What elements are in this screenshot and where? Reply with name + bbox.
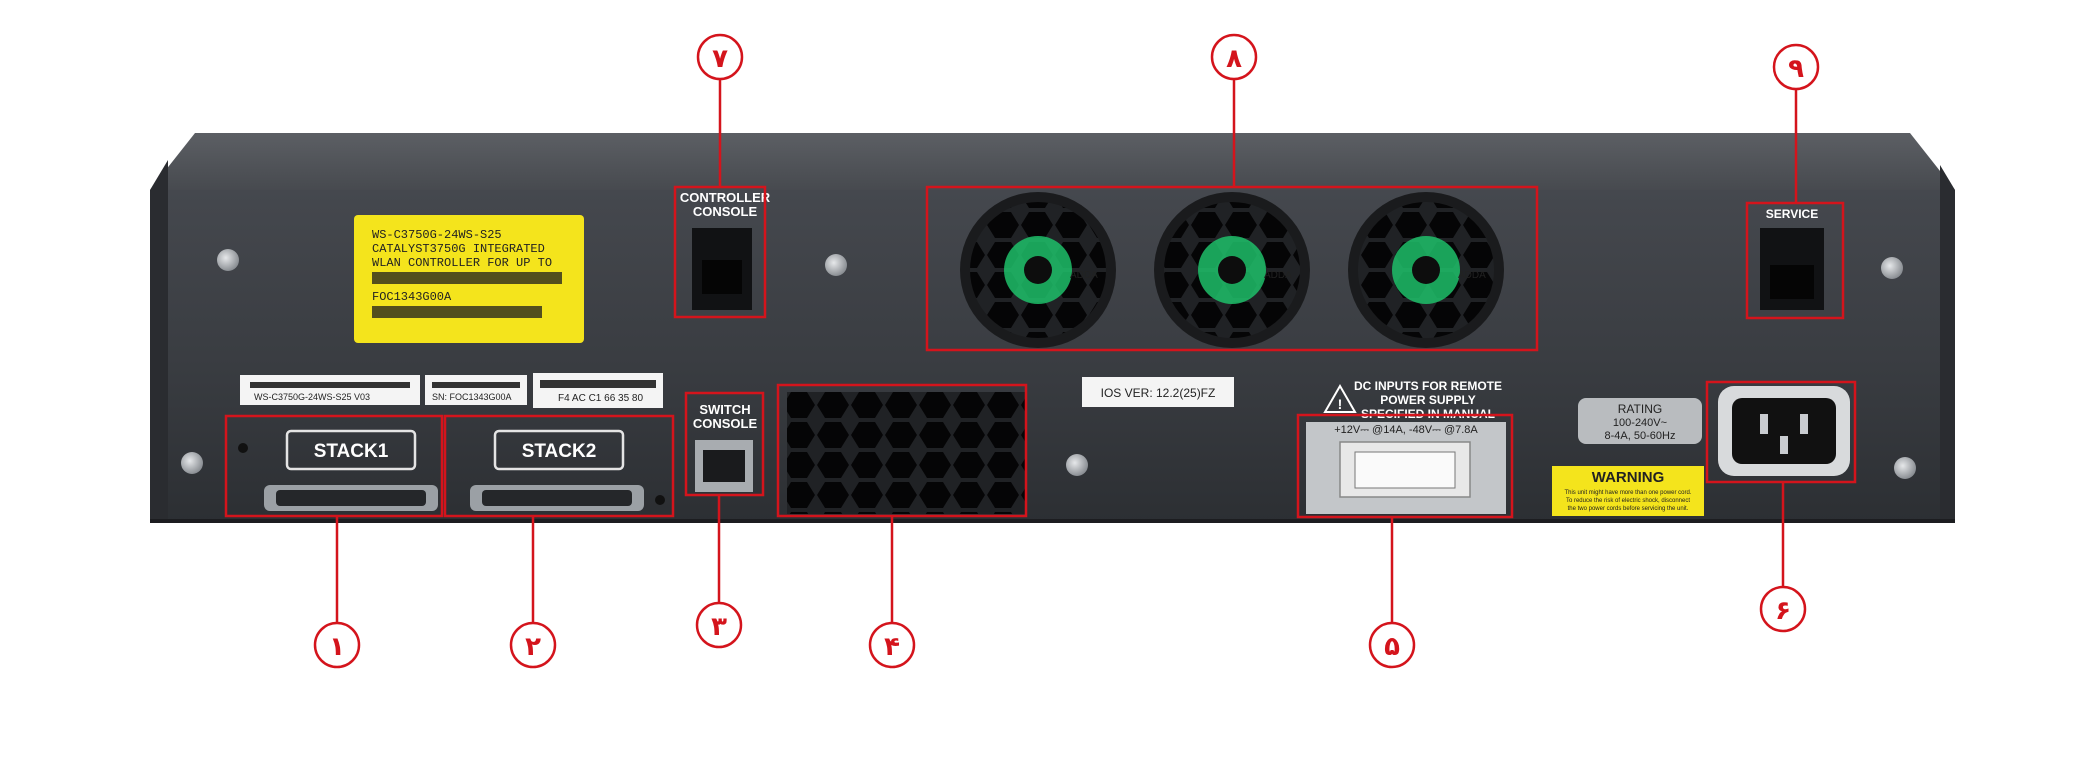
svg-text:۵: ۵ (1384, 632, 1400, 662)
ac-power-inlet (1718, 386, 1850, 476)
stack2-port: STACK2 (470, 429, 665, 511)
svg-text:ADDA: ADDA (1070, 270, 1098, 281)
svg-text:SN: FOC1343G00A: SN: FOC1343G00A (432, 392, 512, 402)
svg-text:CONSOLE: CONSOLE (693, 204, 758, 219)
svg-text:FOC1343G00A: FOC1343G00A (372, 290, 452, 304)
controller-console-port: CONTROLLER CONSOLE (680, 190, 771, 310)
callout-7: ٧ (696, 33, 744, 81)
svg-text:To reduce the risk of electric: To reduce the risk of electric shock, di… (1566, 498, 1690, 504)
leader-lines (335, 80, 1798, 622)
svg-text:WS-C3750G-24WS-S25: WS-C3750G-24WS-S25 (372, 228, 502, 242)
svg-text:DC INPUTS FOR REMOTE: DC INPUTS FOR REMOTE (1354, 379, 1502, 393)
svg-text:CATALYST3750G INTEGRATED: CATALYST3750G INTEGRATED (372, 242, 545, 256)
callout-3: ٣ (695, 601, 743, 649)
svg-text:WARNING: WARNING (1592, 469, 1665, 486)
callout-2: ٢ (509, 621, 557, 669)
service-port: SERVICE (1760, 207, 1824, 310)
svg-text:STACK2: STACK2 (522, 441, 597, 462)
fan-2: ADDA (1154, 192, 1310, 348)
svg-text:F4 AC C1 66 35 80: F4 AC C1 66 35 80 (558, 393, 643, 404)
svg-text:ADDA: ADDA (1458, 270, 1486, 281)
rating-label: RATING 100-240V~ 8-4A, 50-60Hz (1578, 398, 1702, 444)
svg-text:١: ١ (329, 632, 345, 662)
warning-label: WARNING This unit might have more than o… (1552, 466, 1704, 516)
highlight-ac-inlet (1705, 380, 1857, 484)
fan-1: ADDA (960, 192, 1116, 348)
highlight-fans (925, 185, 1539, 352)
svg-text:٩: ٩ (1788, 54, 1804, 84)
svg-text:WLAN CONTROLLER FOR UP TO: WLAN CONTROLLER FOR UP TO (372, 256, 552, 270)
callouts: ٧ ٨ ٩ ١ ٢ ٣ ۴ ۵ (313, 33, 1820, 669)
stack1-port: STACK1 (238, 429, 438, 511)
svg-text:STACK1: STACK1 (314, 441, 389, 462)
callout-9: ٩ (1772, 43, 1820, 91)
svg-text:+12V⎓ @14A, -48V⎓ @7.8A: +12V⎓ @14A, -48V⎓ @7.8A (1334, 424, 1478, 436)
dc-inputs: ! DC INPUTS FOR REMOTE POWER SUPPLY SPEC… (1306, 379, 1506, 514)
svg-text:100-240V~: 100-240V~ (1613, 417, 1667, 429)
svg-text:٢: ٢ (525, 632, 541, 662)
svg-text:CONSOLE: CONSOLE (693, 416, 758, 431)
switch-console-port: SWITCH CONSOLE (693, 402, 758, 492)
svg-text:This unit might have more than: This unit might have more than one power… (1564, 490, 1691, 496)
bottom-vent (787, 392, 1027, 514)
svg-text:٨: ٨ (1226, 44, 1242, 74)
highlight-vent (776, 383, 1028, 518)
svg-text:ADDA: ADDA (1264, 270, 1292, 281)
model-sticker: WS-C3750G-24WS-S25 CATALYST3750G INTEGRA… (354, 215, 584, 343)
svg-text:POWER SUPPLY: POWER SUPPLY (1380, 393, 1476, 407)
callout-5: ۵ (1368, 621, 1416, 669)
chassis-screws (181, 249, 1916, 479)
ios-version-label: IOS VER: 12.2(25)FZ (1082, 377, 1234, 407)
svg-text:!: ! (1338, 396, 1343, 412)
svg-text:CONTROLLER: CONTROLLER (680, 190, 771, 205)
highlight-dc-inputs (1296, 413, 1514, 519)
svg-text:۴: ۴ (884, 632, 900, 662)
highlight-switch-console (684, 391, 765, 497)
svg-text:SERVICE: SERVICE (1766, 207, 1818, 221)
svg-text:SWITCH: SWITCH (699, 402, 750, 417)
svg-text:WS-C3750G-24WS-S25 V03: WS-C3750G-24WS-S25 V03 (254, 392, 370, 402)
fan-3: ADDA (1348, 192, 1504, 348)
highlight-stack2 (443, 414, 675, 518)
svg-text:٣: ٣ (711, 612, 727, 642)
svg-text:۶: ۶ (1775, 596, 1791, 626)
callout-4: ۴ (868, 621, 916, 669)
callout-6: ۶ (1759, 585, 1807, 633)
svg-text:8-4A, 50-60Hz: 8-4A, 50-60Hz (1605, 430, 1676, 442)
svg-text:IOS VER: 12.2(25)FZ: IOS VER: 12.2(25)FZ (1101, 386, 1216, 400)
svg-text:the two power cords before ser: the two power cords before servicing the… (1568, 506, 1689, 512)
small-labels: WS-C3750G-24WS-S25 V03 SN: FOC1343G00A F… (240, 373, 663, 408)
svg-text:٧: ٧ (712, 44, 728, 74)
callout-8: ٨ (1210, 33, 1258, 81)
callout-1: ١ (313, 621, 361, 669)
highlight-stack1 (224, 414, 444, 518)
svg-text:RATING: RATING (1618, 402, 1662, 416)
